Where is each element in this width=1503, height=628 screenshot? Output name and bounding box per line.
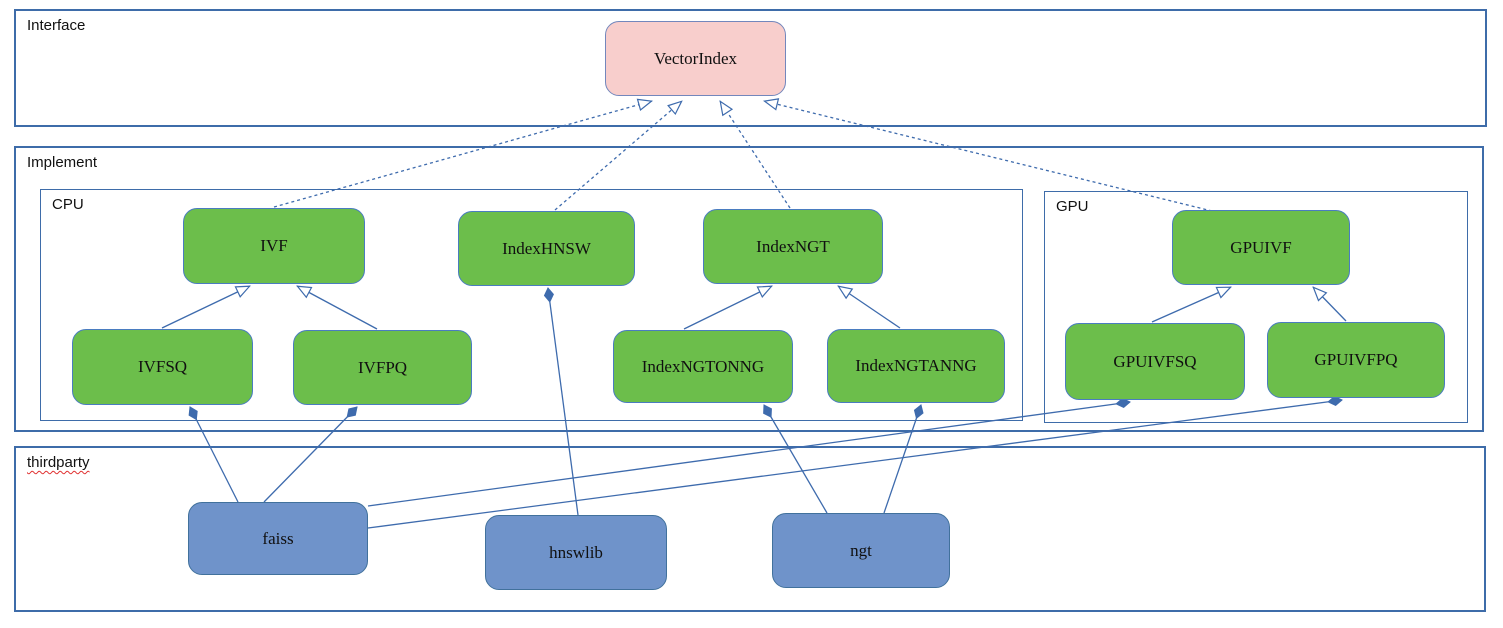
node-indexngtanng[interactable]: IndexNGTANNG xyxy=(827,329,1005,403)
container-implement-label: Implement xyxy=(27,154,98,171)
node-gpuivfsq[interactable]: GPUIVFSQ xyxy=(1065,323,1245,400)
node-gpuivf[interactable]: GPUIVF xyxy=(1172,210,1350,285)
node-faiss[interactable]: faiss xyxy=(188,502,368,575)
node-label: hnswlib xyxy=(549,542,603,562)
node-label: IndexNGTONNG xyxy=(641,356,765,376)
node-ivfsq[interactable]: IVFSQ xyxy=(72,329,253,405)
node-label: GPUIVF xyxy=(1230,237,1292,257)
node-ivfpq[interactable]: IVFPQ xyxy=(293,330,472,405)
node-label: IVFSQ xyxy=(137,357,188,376)
container-cpu-label: CPU xyxy=(52,196,84,213)
node-gpuivfpq[interactable]: GPUIVFPQ xyxy=(1267,322,1445,398)
node-label: IVF xyxy=(260,236,288,255)
node-label: GPUIVFPQ xyxy=(1314,350,1398,369)
node-label: IndexHNSW xyxy=(502,238,591,258)
node-label: IndexNGT xyxy=(756,236,830,256)
node-indexhnsw[interactable]: IndexHNSW xyxy=(458,211,635,286)
node-label: VectorIndex xyxy=(653,48,738,68)
node-label: ngt xyxy=(850,540,872,560)
container-thirdparty-label: thirdparty xyxy=(27,454,90,471)
node-ngt[interactable]: ngt xyxy=(772,513,950,588)
node-indexngt[interactable]: IndexNGT xyxy=(703,209,883,284)
node-ivf[interactable]: IVF xyxy=(183,208,365,284)
node-label: faiss xyxy=(262,528,294,548)
container-interface-label: Interface xyxy=(27,17,86,34)
node-hnswlib[interactable]: hnswlib xyxy=(485,515,667,590)
node-indexngtonng[interactable]: IndexNGTONNG xyxy=(613,330,793,403)
node-label: IVFPQ xyxy=(357,357,408,377)
node-label: IndexNGTANNG xyxy=(855,356,977,375)
node-label: GPUIVFSQ xyxy=(1113,351,1197,371)
node-vectorindex[interactable]: VectorIndex xyxy=(605,21,786,96)
